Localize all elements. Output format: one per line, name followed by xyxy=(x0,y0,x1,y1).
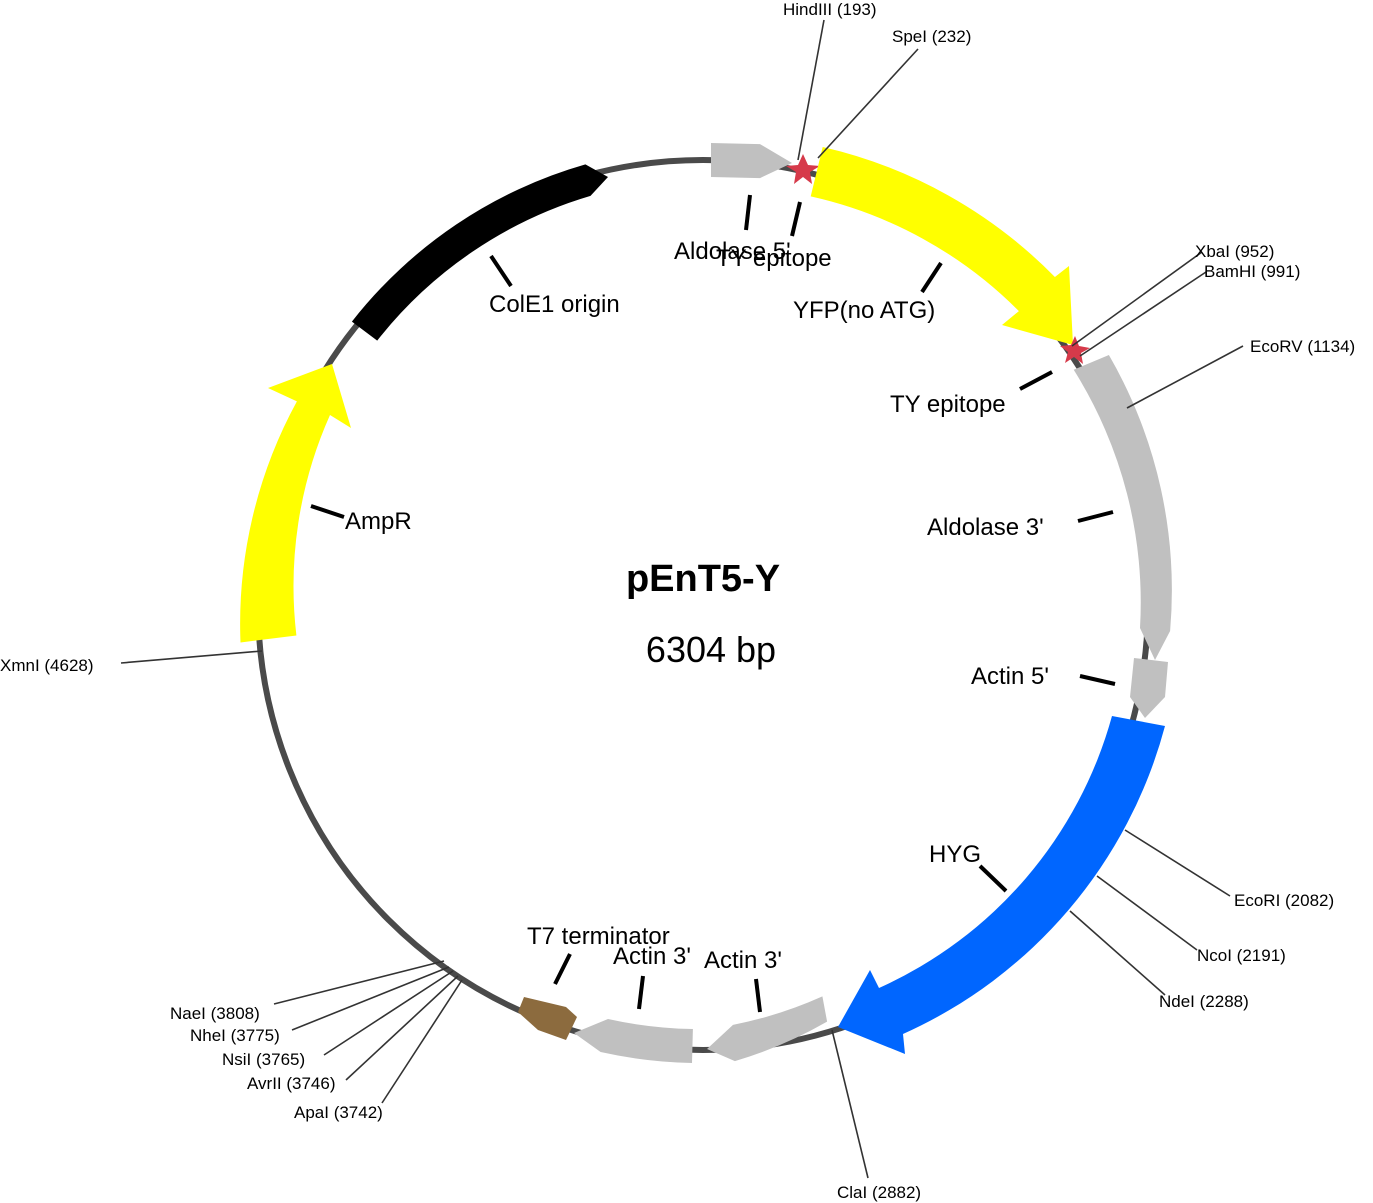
label-yfp: YFP(no ATG) xyxy=(793,297,935,324)
feature-aldolase-5[interactable] xyxy=(711,143,792,179)
feature-t7-terminator[interactable] xyxy=(518,997,577,1040)
site-label-hindiii: HindIII (193) xyxy=(783,0,877,19)
label-actin-3-a: Actin 3' xyxy=(613,943,691,970)
site-label-apai: ApaI (3742) xyxy=(294,1103,383,1122)
plasmid-name: pEnT5-Y xyxy=(626,558,780,600)
site-label-ndei: NdeI (2288) xyxy=(1159,992,1249,1011)
feature-ty-epitope-1[interactable] xyxy=(786,154,820,184)
label-aldolase-5: Aldolase 5' xyxy=(674,238,791,265)
feature-hyg[interactable] xyxy=(838,716,1165,1054)
feature-cole1-origin[interactable] xyxy=(351,164,608,341)
feature-ty-epitope-2[interactable] xyxy=(1060,336,1090,364)
plasmid-size: 6304 bp xyxy=(646,629,776,670)
site-label-naei: NaeI (3808) xyxy=(170,1004,260,1023)
label-ampr: AmpR xyxy=(345,508,412,535)
site-label-nsii: NsiI (3765) xyxy=(222,1050,305,1069)
site-leader-lines xyxy=(120,19,1244,1179)
site-label-nhei: NheI (3775) xyxy=(190,1026,280,1045)
site-label-bamhi: BamHI (991) xyxy=(1204,262,1300,281)
site-label-ecori: EcoRI (2082) xyxy=(1234,891,1334,910)
site-label-spei: SpeI (232) xyxy=(892,27,971,46)
site-label-ecorv: EcoRV (1134) xyxy=(1250,337,1355,356)
site-label-avrii: AvrII (3746) xyxy=(247,1074,336,1093)
label-hyg: HYG xyxy=(929,841,981,868)
label-cole1-origin: ColE1 origin xyxy=(489,291,620,318)
feature-ampr[interactable] xyxy=(240,364,351,643)
feature-aldolase-3[interactable] xyxy=(1073,355,1172,660)
label-actin-5: Actin 5' xyxy=(971,663,1049,690)
feature-actin-5[interactable] xyxy=(1130,658,1168,718)
label-aldolase-3: Aldolase 3' xyxy=(927,514,1044,541)
label-ty-epitope-2: TY epitope xyxy=(890,391,1006,418)
site-label-ncoi: NcoI (2191) xyxy=(1197,946,1286,965)
label-ty-epitope-1: TY epitope xyxy=(716,245,832,272)
label-t7-terminator: T7 terminator xyxy=(527,923,670,950)
feature-actin-3-b[interactable] xyxy=(707,996,828,1062)
feature-actin-3-a[interactable] xyxy=(574,1019,693,1063)
site-label-xmni: XmnI (4628) xyxy=(0,656,94,675)
feature-label-ticks xyxy=(310,194,1116,1013)
feature-yfp[interactable] xyxy=(810,147,1073,345)
site-label-clai: ClaI (2882) xyxy=(837,1183,921,1202)
site-label-xbai: XbaI (952) xyxy=(1195,242,1274,261)
label-actin-3-b: Actin 3' xyxy=(704,947,782,974)
